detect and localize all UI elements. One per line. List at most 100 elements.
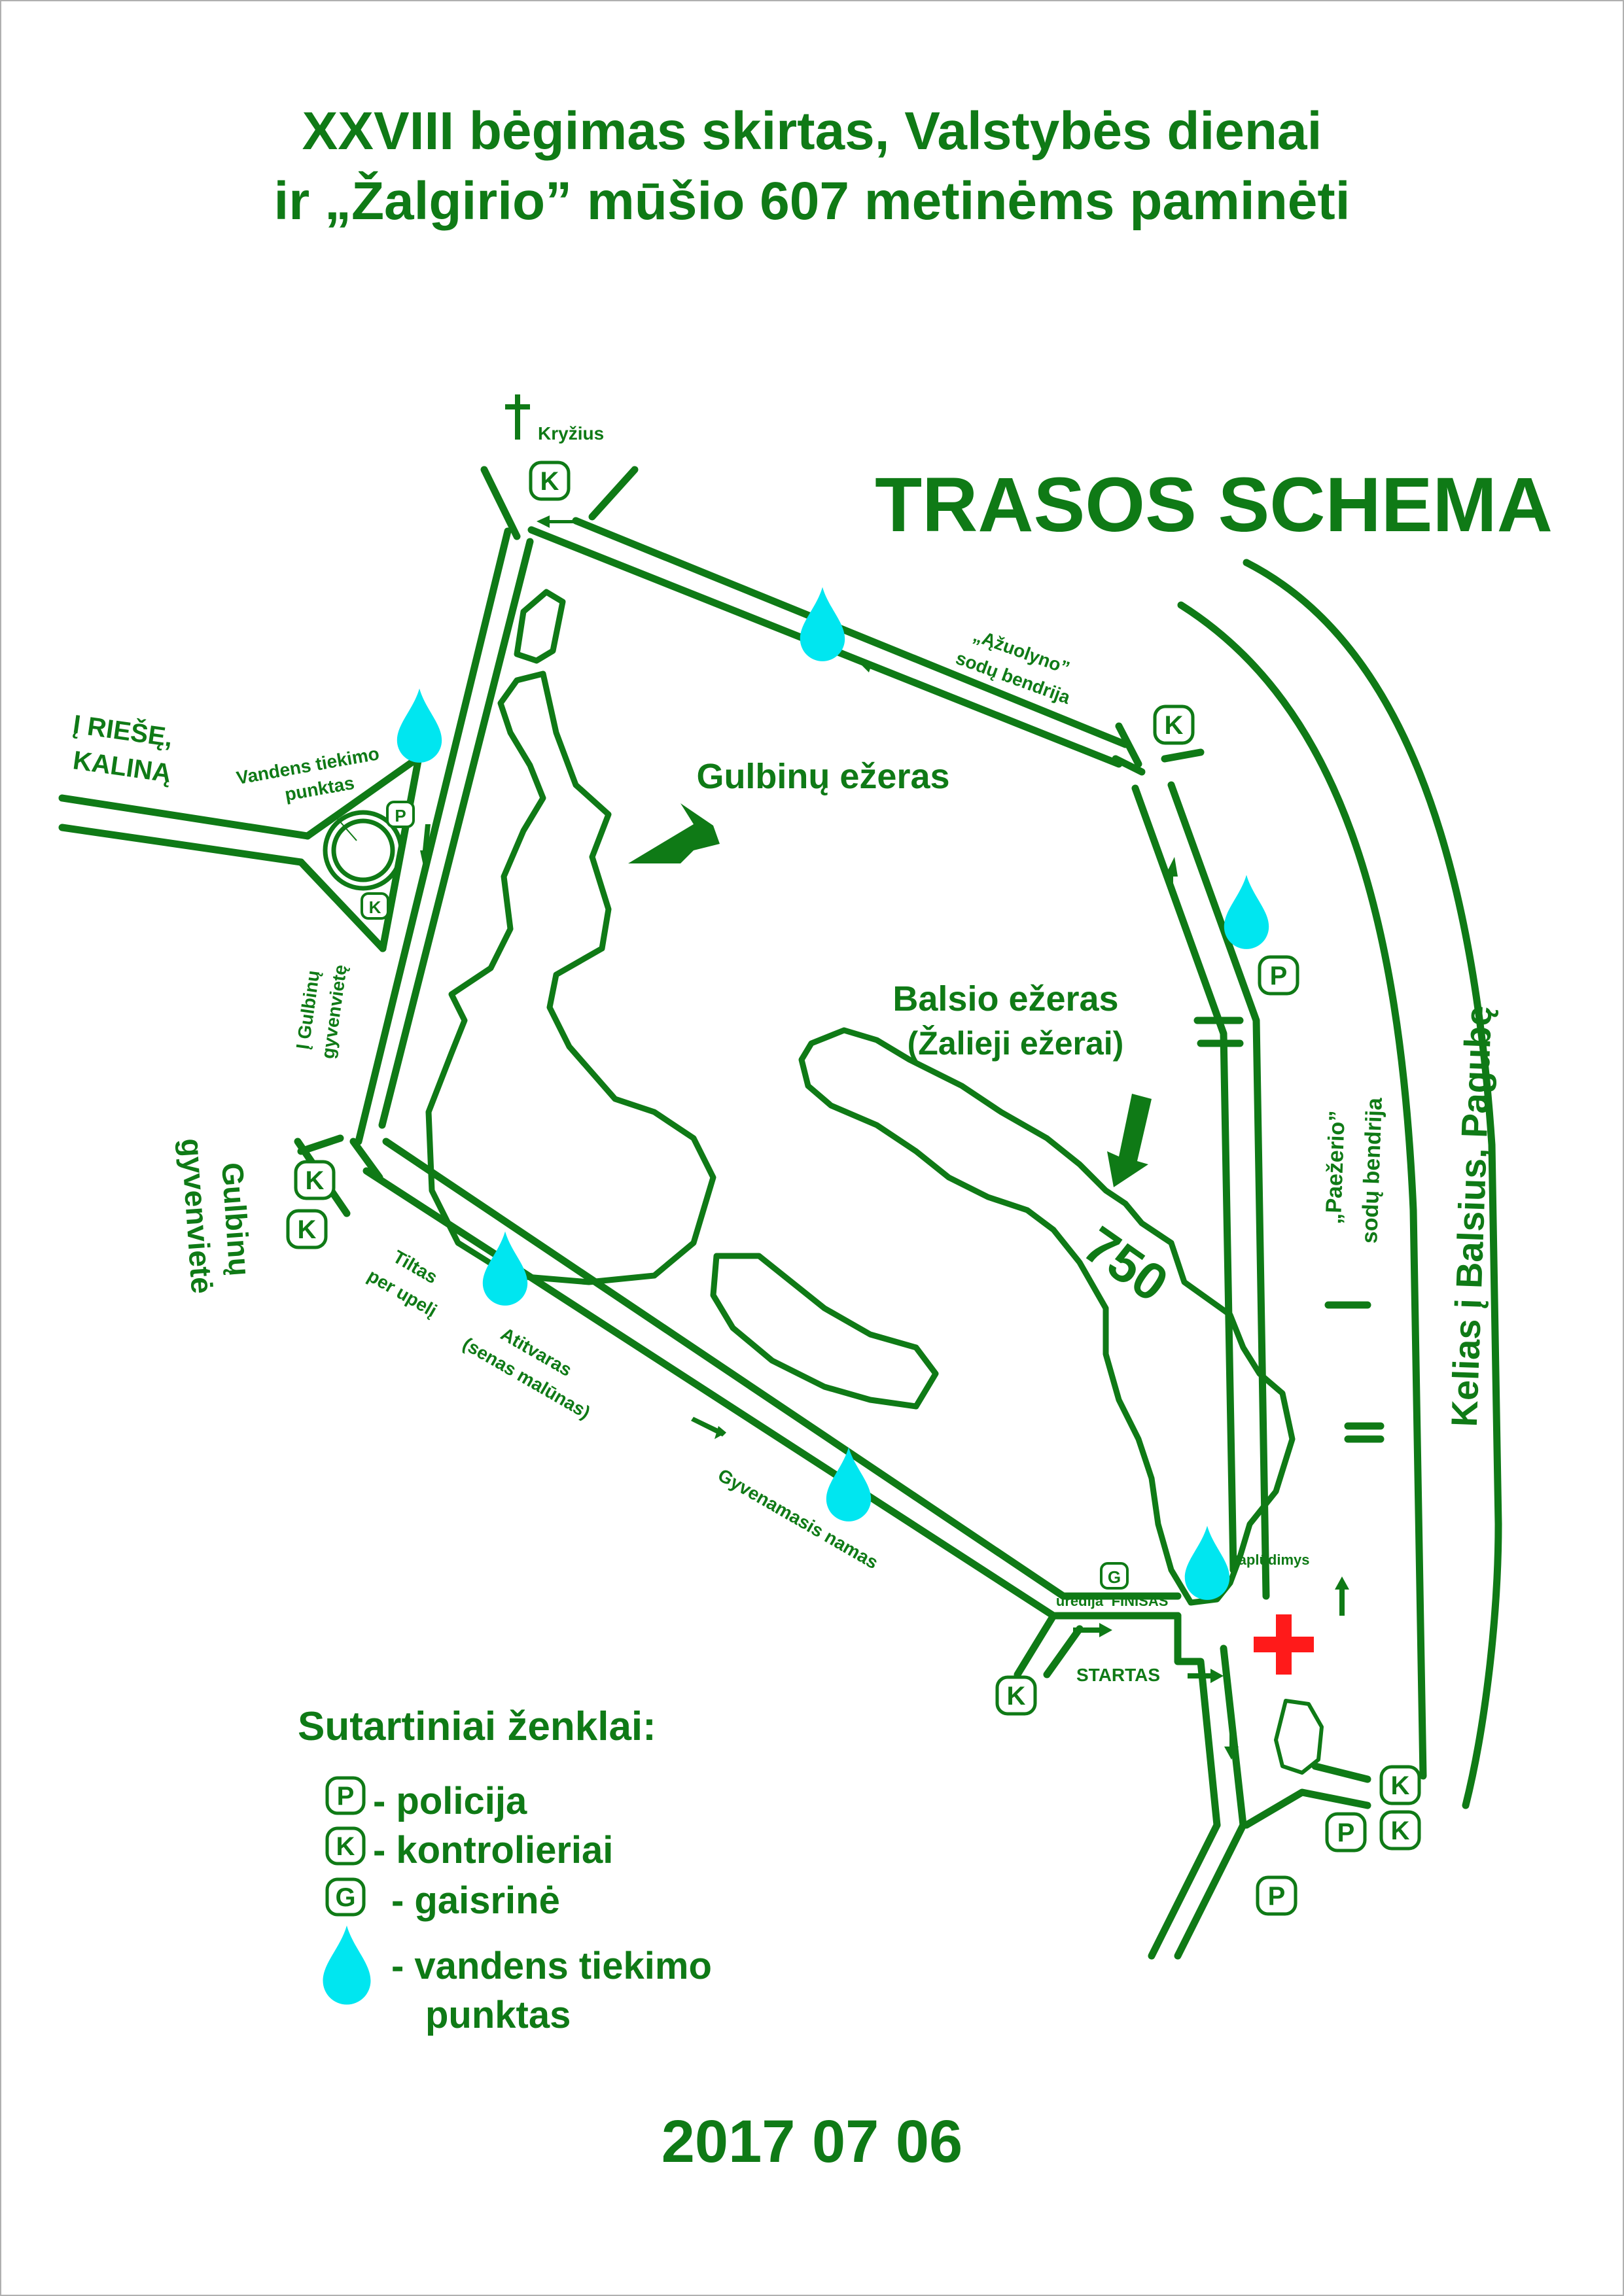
label-riese-1: Į RIEŠĘ, [71, 708, 175, 752]
label-gulbinu-lake: Gulbinų ežeras [696, 757, 949, 796]
controller-marker: K [529, 461, 571, 501]
label-riese-2: KALINĄ [71, 746, 173, 788]
svg-text:P: P [395, 806, 406, 826]
svg-text:K: K [1391, 1771, 1410, 1800]
water-drop-icon [1184, 1525, 1230, 1600]
svg-text:P: P [1270, 962, 1288, 990]
label-balsio-lake-1: Balsio ežeras [892, 979, 1118, 1018]
map-labels: Į RIEŠĘ, KALINĄ Vandens tiekimo punktas … [71, 625, 1499, 1685]
water-drop-icon [482, 1231, 528, 1306]
highway-east-edge [1243, 559, 1502, 1809]
controller-marker: K [294, 1160, 336, 1200]
label-gulbinu-village-1: Gulbinų [215, 1161, 257, 1277]
fire-marker: G [1100, 1562, 1129, 1590]
svg-text:K: K [540, 467, 559, 496]
arrow-down-start [1224, 1727, 1239, 1760]
title-line-2: ir „Žalgirio” mūšio 607 metinėms paminėt… [274, 171, 1350, 231]
legend-police-marker: P [325, 1776, 366, 1815]
police-marker: P [1325, 1812, 1367, 1852]
cross-label: Kryžius [538, 423, 604, 444]
svg-text:K: K [1391, 1817, 1410, 1845]
road-riese-bottom [58, 824, 305, 866]
label-paezerio-2: sodų bendrija [1357, 1096, 1387, 1244]
controller-marker: K [1153, 704, 1195, 745]
svg-text:K: K [298, 1215, 317, 1244]
controller-marker: K [1379, 1810, 1421, 1851]
road-cross-north-left [480, 466, 521, 540]
roads [58, 466, 1502, 1960]
cross-icon [505, 394, 530, 440]
arrow-west-top [537, 515, 582, 528]
road-start-west [1174, 1612, 1221, 1829]
label-finish: FINIŠAS [1112, 1593, 1169, 1609]
label-gulbinu-village-2: gyvenvietė [175, 1137, 219, 1295]
road-cross-north-right [588, 466, 639, 521]
svg-text:K: K [369, 897, 381, 917]
legend-water-2: punktas [425, 1994, 571, 2036]
label-balsio-lake-2: (Žalieji ežerai) [908, 1025, 1124, 1062]
road-riese-top [58, 794, 311, 840]
label-paezerio-1: „Paežerio” [1321, 1110, 1350, 1225]
police-marker: P [386, 801, 415, 828]
gulbinu-lake [425, 670, 716, 1285]
label-uredija: urėdija [1056, 1593, 1104, 1609]
markers: K K P P K K K [286, 461, 1421, 1916]
small-lake-north [514, 589, 566, 664]
water-drop-icon [800, 587, 845, 661]
road-west-inner [378, 538, 534, 1129]
label-to-gulbinu-1: Į Gulbinų [292, 969, 324, 1050]
arrow-start [1188, 1669, 1224, 1683]
balsio-lake [798, 1027, 1296, 1606]
legend: Sutartiniai ženklai: P - policija K - ko… [298, 1704, 712, 2036]
road-east-outer [1131, 784, 1237, 1574]
map-heading: TRASOS SCHEMA [875, 462, 1553, 548]
small-lake-middle [710, 1253, 939, 1410]
water-drop-icon [397, 688, 442, 763]
road-east-inner [1167, 781, 1270, 1600]
label-beach: Paplūdimys [1229, 1552, 1309, 1568]
legend-fire-marker: G [325, 1877, 366, 1917]
legend-controller-marker: K [325, 1826, 366, 1866]
arrow-up-east [1165, 857, 1178, 890]
svg-text:K: K [1007, 1682, 1026, 1711]
road-north-inner [572, 517, 1129, 748]
arrow-north-road [857, 661, 909, 682]
controller-marker: K [1379, 1765, 1421, 1805]
pointer-gulbinu-lake [628, 803, 720, 863]
title-line-1: XXVIII bėgimas skirtas, Valstybės dienai [302, 101, 1322, 161]
arrow-finish [1073, 1623, 1112, 1637]
svg-text:P: P [1337, 1818, 1355, 1847]
highway-west-edge [1177, 601, 1427, 1780]
water-drop-icon [1224, 875, 1269, 949]
distance-mark: 750 [1074, 1215, 1178, 1313]
roundabout [323, 810, 404, 891]
controller-marker: K [361, 892, 389, 920]
lakes [425, 589, 1324, 1775]
police-marker: P [1256, 1875, 1297, 1916]
svg-text:K: K [1165, 711, 1184, 740]
water-drop-icon [323, 1925, 371, 2005]
first-aid-icon [1254, 1614, 1314, 1675]
legend-fire: - gaisrinė [391, 1879, 560, 1922]
direction-arrows [420, 515, 1349, 1760]
police-marker: P [1258, 955, 1299, 996]
svg-text:P: P [1268, 1882, 1286, 1911]
svg-text:K: K [306, 1166, 325, 1195]
controller-marker: K [286, 1209, 328, 1249]
legend-police: - policija [373, 1780, 527, 1822]
arrow-south-road [691, 1417, 726, 1439]
svg-text:G: G [335, 1883, 355, 1912]
svg-text:G: G [1108, 1567, 1121, 1587]
label-main-road: Kelias į Balsius, Pagubę [1443, 1005, 1499, 1427]
pointer-balsio [1107, 1094, 1152, 1187]
svg-text:K: K [336, 1832, 355, 1861]
arrow-down-west [420, 824, 431, 869]
svg-text:P: P [337, 1782, 355, 1811]
small-lake-south [1274, 1699, 1324, 1775]
controller-marker: K [995, 1675, 1037, 1716]
label-start: STARTAS [1076, 1665, 1160, 1685]
event-date: 2017 07 06 [662, 2108, 962, 2175]
legend-title: Sutartiniai ženklai: [298, 1704, 656, 1749]
